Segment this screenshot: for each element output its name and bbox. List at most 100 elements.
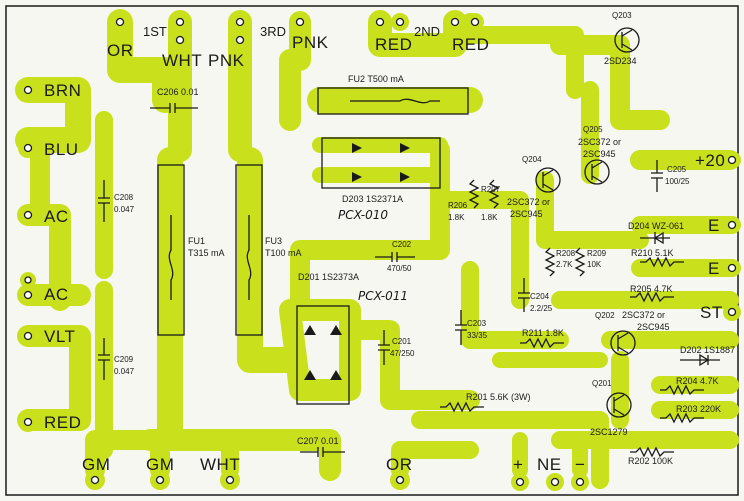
transistor-q202: [610, 330, 636, 356]
fuse-fu3: [235, 164, 263, 336]
label-r208-name: R208: [556, 249, 576, 258]
label-d203: D203 1S2371A: [342, 194, 403, 204]
transistor-q204: [535, 167, 561, 193]
res-r206: [468, 179, 480, 209]
pad-e2: [723, 259, 741, 277]
label-q202-part2: 2SC945: [637, 322, 670, 332]
label-pcx010: PCX-010: [338, 208, 388, 222]
pad-ac1: [18, 205, 38, 225]
label-or-bottom: OR: [386, 455, 413, 474]
label-d201: D201 1S2373A: [298, 272, 359, 282]
label-r202: R202 100K: [628, 456, 673, 466]
label-q203-part: 2SD234: [604, 56, 637, 66]
label-c202-name: C202: [392, 240, 412, 249]
label-c205-val: 100/25: [665, 177, 690, 186]
diode-bridge-d201: [296, 305, 350, 405]
label-first: 1ST: [143, 24, 167, 39]
label-q205-name: Q205: [583, 125, 603, 134]
pad-red2-b: [466, 13, 484, 31]
transistor-q203: [614, 27, 640, 53]
pad-e1: [723, 216, 741, 234]
label-r211: R211 1.8K: [522, 328, 564, 338]
pad-gm1: [85, 470, 105, 490]
cap-c203: [455, 310, 467, 345]
pad-blu: [18, 138, 38, 158]
label-red-left: RED: [44, 413, 81, 432]
label-q204-name: Q204: [522, 155, 542, 164]
res-r204: [660, 384, 704, 396]
pad-wht-top-1: [170, 12, 190, 32]
label-r205: R205 4.7K: [630, 284, 673, 294]
label-q202-part1: 2SC372 or: [622, 310, 665, 320]
label-third: 3RD: [260, 24, 286, 39]
cap-c205: [651, 160, 663, 192]
label-ne: NE: [537, 455, 562, 474]
component-labels: FU2 T500 mA FU1 T315 mA FU3 T100 mA C206…: [114, 11, 735, 466]
label-c201-name: C201: [392, 337, 412, 346]
label-q204-part1: 2SC372 or: [507, 197, 550, 207]
transistor-q201: [606, 392, 632, 418]
label-q201-part: 2SC1279: [590, 427, 628, 437]
label-q205-part1: 2SC372 or: [578, 137, 621, 147]
pad-red-left: [18, 412, 38, 432]
label-fu1-val: T315 mA: [188, 248, 225, 258]
label-gm2: GM: [146, 455, 174, 474]
label-c208-name: C208: [114, 193, 134, 202]
label-c204-name: C204: [530, 292, 550, 301]
board-outline: [5, 5, 739, 496]
label-q202-name: Q202: [595, 311, 615, 320]
pad-ac2b: [20, 272, 36, 288]
label-red2: RED: [452, 35, 489, 54]
pad-pnk2-top: [290, 12, 310, 32]
label-d204: D204 WZ-061: [628, 221, 684, 231]
label-q204-part2: 2SC945: [510, 209, 543, 219]
cap-c206: [150, 103, 198, 113]
cap-c208: [98, 180, 110, 222]
label-pcx011: PCX-011: [358, 289, 408, 303]
label-r210: R210 5.1K: [631, 248, 674, 258]
label-ac2: AC: [44, 285, 69, 304]
label-c202-val: 470/50: [387, 264, 412, 273]
label-r209-val: 10K: [587, 260, 602, 269]
label-c209-name: C209: [114, 355, 134, 364]
pad-plus20: [723, 151, 741, 169]
label-plus20: +20: [695, 151, 725, 170]
label-brn: BRN: [44, 81, 81, 100]
component-outlines: [98, 27, 720, 458]
cap-c201: [378, 330, 390, 365]
transistor-q205: [584, 159, 610, 185]
pad-minus: [571, 473, 589, 491]
pad-pnk-1: [230, 12, 250, 32]
label-pnk2: PNK: [292, 33, 329, 52]
pad-ac2: [18, 285, 38, 305]
pad-or-bottom: [390, 470, 410, 490]
label-pnk: PNK: [208, 51, 245, 70]
label-c208-val: 0.047: [114, 205, 135, 214]
label-vlt: VLT: [44, 327, 75, 346]
label-gm1: GM: [82, 455, 110, 474]
label-plus: +: [513, 455, 523, 474]
terminal-labels: OR 1ST WHT PNK 3RD PNK RED 2ND RED BRN B…: [44, 24, 725, 474]
pad-st: [723, 303, 741, 321]
pad-wht-bottom: [220, 470, 240, 490]
label-c207: C207 0.01: [297, 436, 339, 446]
label-q203-name: Q203: [612, 11, 632, 20]
pad-red1-a: [371, 13, 389, 31]
label-c206: C206 0.01: [157, 87, 199, 97]
label-or-top: OR: [107, 41, 134, 60]
zener-d204: [640, 231, 670, 245]
label-st: ST: [700, 303, 723, 322]
pad-red1-b: [391, 13, 409, 31]
label-e2: E: [708, 259, 720, 278]
res-r208: [544, 247, 556, 277]
cap-c202: [375, 252, 415, 262]
fuse-fu2: [317, 87, 469, 115]
label-fu3-name: FU3: [265, 236, 282, 246]
label-r207-name: R207: [481, 185, 501, 194]
res-r211: [520, 337, 564, 349]
solder-pads: [18, 12, 741, 491]
label-fu3-val: T100 mA: [265, 248, 302, 258]
pad-gm2: [150, 470, 170, 490]
res-r203: [660, 412, 704, 424]
label-r204: R204 4.7K: [676, 376, 719, 386]
